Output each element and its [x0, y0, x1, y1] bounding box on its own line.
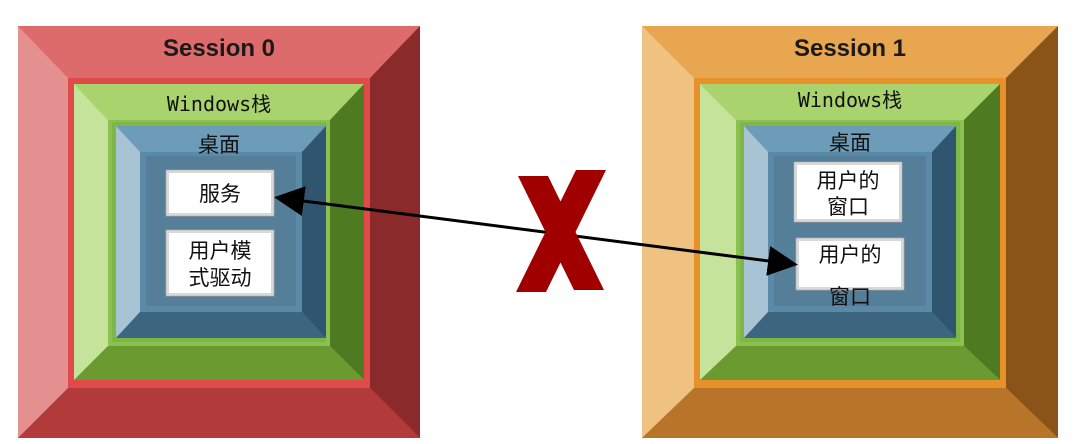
driver-box-label-line2: 式驱动	[189, 266, 252, 290]
window-box-1-line1: 用户的	[817, 169, 880, 193]
window-box-2-line1: 用户的	[819, 243, 882, 267]
blocked-connection-arrow	[274, 186, 798, 276]
service-box-label: 服务	[199, 182, 241, 206]
session-1-stack-label: Windows栈	[798, 88, 902, 112]
session0-driver-box: 用户模 式驱动	[165, 229, 275, 297]
window-box-2-line2: 窗口	[829, 285, 871, 309]
session-1-panel	[642, 26, 1058, 438]
session-1-desktop-label: 桌面	[829, 131, 871, 155]
session0-service-box: 服务	[165, 169, 275, 217]
cross-mark-icon	[516, 170, 606, 292]
window-box-1-line2: 窗口	[827, 195, 869, 219]
session-0-stack-label: Windows栈	[167, 92, 271, 116]
session-0-desktop-label: 桌面	[198, 133, 240, 157]
session-1-title: Session 1	[794, 35, 906, 62]
driver-box-label-line1: 用户模	[189, 239, 252, 263]
session1-window-box-2: 用户的 窗口	[795, 237, 905, 309]
session1-window-box-1: 用户的 窗口	[793, 161, 903, 223]
session-0-title: Session 0	[163, 35, 275, 62]
